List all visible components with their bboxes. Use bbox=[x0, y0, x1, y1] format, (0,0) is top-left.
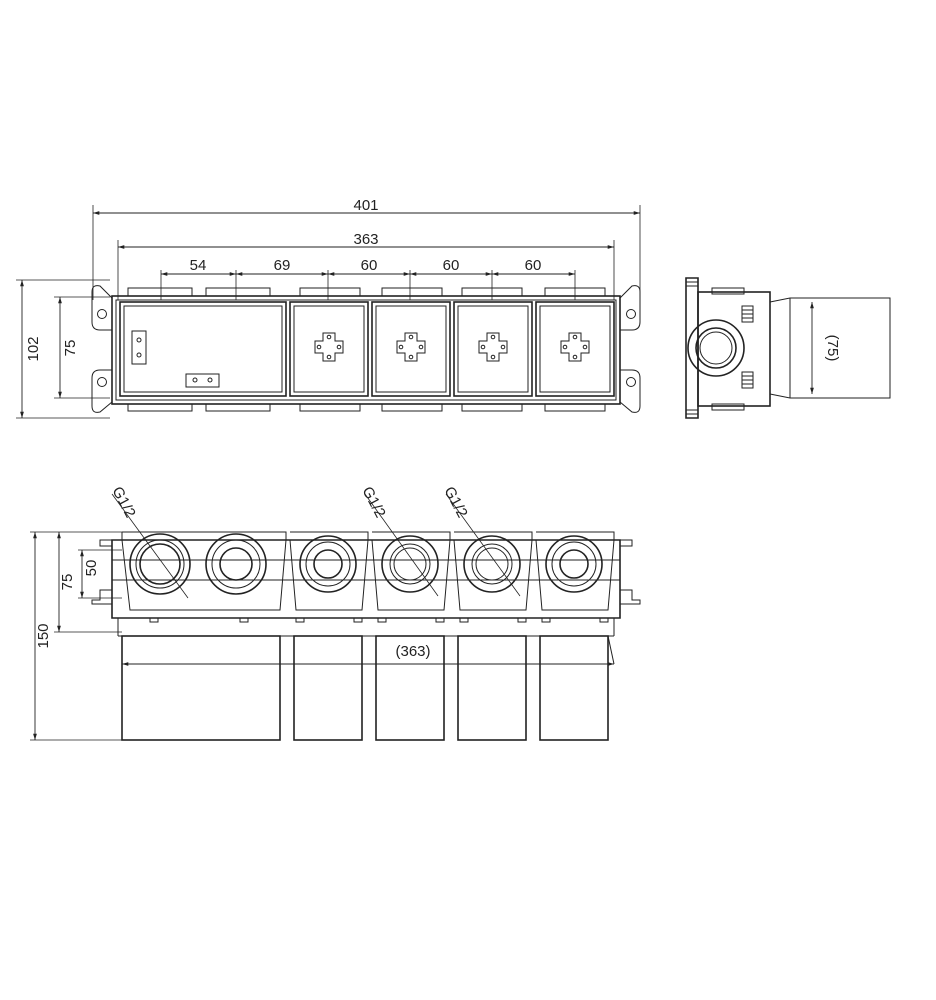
chamber-1 bbox=[289, 301, 369, 397]
chamber-2 bbox=[371, 301, 451, 397]
top-view: 401 363 54 69 60 60 60 bbox=[16, 197, 641, 419]
dim-50-label: 50 bbox=[83, 560, 100, 577]
dim-segments: 54 69 60 60 60 bbox=[160, 257, 576, 300]
dim-75-label: 75 bbox=[62, 340, 79, 357]
front-dim-heights: 150 75 50 bbox=[30, 531, 122, 741]
dim-401-label: 401 bbox=[353, 197, 378, 214]
chamber-3 bbox=[453, 301, 533, 397]
port-1 bbox=[129, 533, 191, 595]
port-5 bbox=[463, 535, 521, 593]
dim-overall-width: 401 bbox=[92, 197, 641, 300]
dim-inner-width: 363 bbox=[117, 231, 615, 300]
dim-363-front: (363) bbox=[122, 643, 614, 666]
dim-363-front-label: (363) bbox=[395, 643, 430, 660]
dim-75-front-label: 75 bbox=[59, 574, 76, 591]
thread-label-3: G1/2 bbox=[440, 484, 470, 521]
port-4 bbox=[381, 535, 439, 593]
port-3 bbox=[299, 535, 357, 593]
chamber-4 bbox=[535, 301, 615, 397]
dim-54-label: 54 bbox=[190, 257, 207, 274]
dim-60-label-2: 60 bbox=[443, 257, 460, 274]
dim-75-side-label: (75) bbox=[824, 335, 841, 362]
dim-60-label-3: 60 bbox=[525, 257, 542, 274]
dim-363-label: 363 bbox=[353, 231, 378, 248]
body-outline bbox=[91, 285, 641, 413]
chamber-wide bbox=[119, 301, 287, 397]
front-view: 150 75 50 bbox=[30, 484, 641, 741]
port-6 bbox=[545, 535, 603, 593]
thread-label-2: G1/2 bbox=[358, 484, 388, 521]
lower-housings bbox=[117, 618, 615, 741]
side-view: (75) bbox=[685, 277, 891, 419]
dim-69-label: 69 bbox=[274, 257, 291, 274]
port-2 bbox=[205, 533, 267, 595]
dim-150-label: 150 bbox=[35, 623, 52, 648]
thread-label-1: G1/2 bbox=[108, 484, 138, 521]
dim-102-label: 102 bbox=[25, 336, 42, 361]
dim-60-label-1: 60 bbox=[361, 257, 378, 274]
dim-heights: 102 75 bbox=[16, 279, 110, 419]
